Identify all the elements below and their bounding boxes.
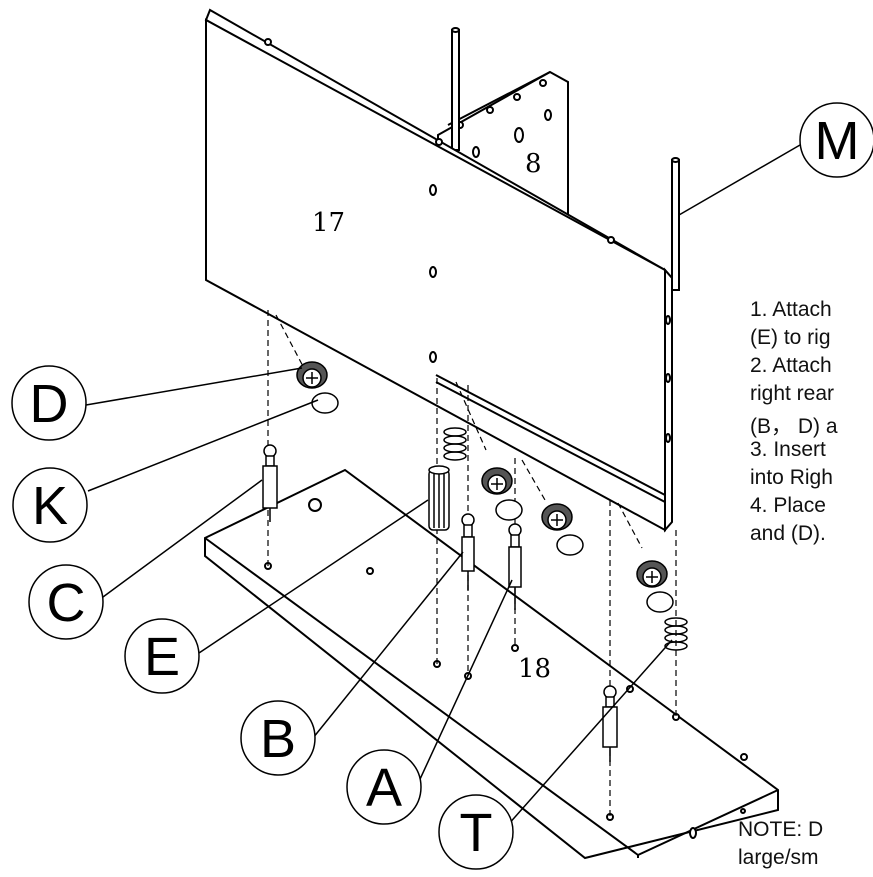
cam-lock-2 — [481, 467, 513, 495]
svg-text:K: K — [32, 476, 68, 536]
cam-lock-3 — [541, 503, 573, 531]
spring-T — [664, 617, 688, 651]
panel-8-number: 8 — [525, 149, 542, 179]
step-2-line-1: 2. Attach — [750, 354, 832, 377]
svg-text:E: E — [144, 627, 180, 687]
svg-text:C: C — [47, 573, 86, 633]
cam-post-2 — [602, 685, 618, 762]
step-2-line-2: right rear — [750, 382, 835, 405]
step-4-line-2: and (D). — [750, 522, 826, 545]
panel-18 — [204, 468, 779, 860]
panel-17 — [204, 8, 673, 533]
part-label-B: B — [240, 700, 316, 776]
panel-17-number: 17 — [312, 208, 345, 238]
note-line-1: NOTE: D — [738, 818, 824, 841]
svg-text:T: T — [460, 803, 493, 863]
part-label-M: M — [799, 102, 873, 178]
cam-lock-1 — [296, 361, 328, 389]
leader-lines — [85, 144, 801, 827]
part-label-K: K — [12, 467, 88, 543]
step-1-line-2: (E) to rig — [750, 326, 831, 349]
panel-18-number: 18 — [518, 654, 551, 684]
cover-caps — [311, 392, 674, 613]
cam-bolt-A — [508, 523, 522, 610]
cam-post-1 — [262, 444, 278, 522]
svg-text:M: M — [815, 111, 860, 171]
part-label-T: T — [438, 794, 514, 870]
rod-M — [671, 157, 680, 291]
svg-text:A: A — [366, 758, 402, 818]
part-label-D: D — [11, 365, 87, 441]
step-1-line-1: 1. Attach — [750, 298, 832, 321]
rod-left — [451, 27, 460, 151]
note-line-2: large/sm — [738, 846, 819, 869]
cam-lock-4 — [636, 560, 668, 588]
svg-text:B: B — [260, 709, 296, 769]
step-3-line-1: 3. Insert — [750, 438, 826, 461]
svg-text:D: D — [30, 374, 69, 434]
wood-dowel — [428, 465, 450, 531]
part-label-C: C — [28, 564, 104, 640]
spring-1 — [443, 427, 467, 461]
step-3-line-2: into Righ — [750, 466, 833, 489]
step-2-line-3: (B， D) a — [750, 415, 838, 438]
cam-bolt-B — [461, 513, 475, 590]
step-4-line-1: 4. Place — [750, 494, 826, 517]
part-label-E: E — [124, 618, 200, 694]
part-label-A: A — [346, 749, 422, 825]
